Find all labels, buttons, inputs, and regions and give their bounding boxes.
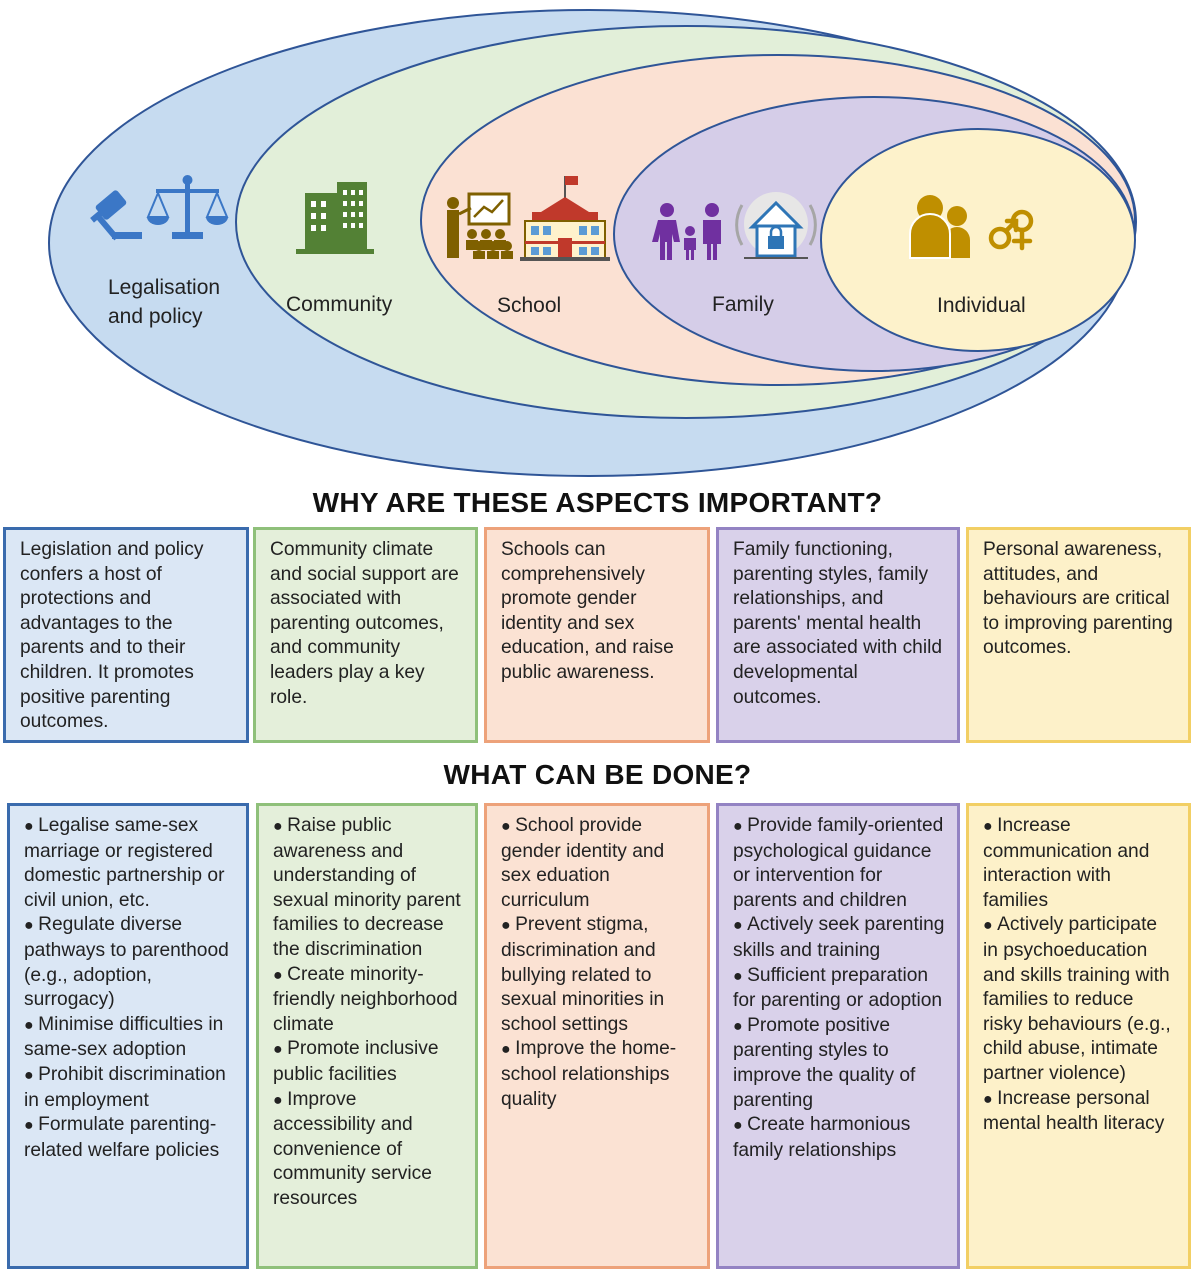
list-item: Raise public awareness and understanding… (273, 814, 463, 963)
why-box-legal: Legislation and policy confers a host of… (3, 527, 249, 743)
why-text-family: Family functioning, parenting styles, fa… (733, 539, 943, 708)
what-box-legal: Legalise same-sex marriage or registered… (7, 803, 249, 1269)
list-item: Sufficient preparation for parenting or … (733, 964, 945, 1014)
list-item: Actively participate in psychoeducation … (983, 913, 1176, 1086)
what-heading: WHAT CAN BE DONE? (443, 759, 752, 790)
people-icon (909, 195, 970, 259)
what-list-family: Provide family-oriented psychological gu… (733, 814, 945, 1163)
what-box-family: Provide family-oriented psychological gu… (716, 803, 960, 1269)
list-item: Increase communication and interaction w… (983, 814, 1176, 913)
gender-symbol-icon (988, 209, 1034, 251)
family-icon (652, 203, 721, 260)
what-box-community: Raise public awareness and understanding… (256, 803, 478, 1269)
list-item: School provide gender identity and sex e… (501, 814, 695, 913)
list-item: Provide family-oriented psychological gu… (733, 814, 945, 913)
classroom-icon (447, 192, 513, 259)
why-text-community: Community climate and social support are… (270, 539, 459, 708)
list-item: Minimise difficulties in same-sex adopti… (24, 1013, 234, 1063)
home-security-icon (735, 192, 817, 259)
list-item: Promote inclusive public facilities (273, 1037, 463, 1087)
level-ellipse-individual (820, 128, 1136, 352)
what-box-school: School provide gender identity and sex e… (484, 803, 710, 1269)
school-building-icon (520, 176, 610, 261)
level-label-community: Community (286, 293, 393, 316)
scales-icon (146, 175, 229, 239)
level-label-school: School (497, 294, 561, 317)
list-item: Legalise same-sex marriage or registered… (24, 814, 234, 913)
why-box-school: Schools can comprehensively promote gend… (484, 527, 710, 743)
level-label-individual: Individual (937, 294, 1026, 317)
gavel-icon (90, 190, 142, 241)
why-box-community: Community climate and social support are… (253, 527, 478, 743)
why-text-individual: Personal awareness, attitudes, and behav… (983, 539, 1173, 659)
what-list-individual: Increase communication and interaction w… (983, 814, 1176, 1137)
list-item: Create harmonious family relationships (733, 1113, 945, 1163)
what-list-legal: Legalise same-sex marriage or registered… (24, 814, 234, 1163)
list-item: Regulate diverse pathways to parenthood … (24, 913, 234, 1012)
why-box-individual: Personal awareness, attitudes, and behav… (966, 527, 1191, 743)
why-text-school: Schools can comprehensively promote gend… (501, 539, 674, 683)
list-item: Improve accessibility and convenience of… (273, 1088, 463, 1212)
list-item: Prohibit discrimination in employment (24, 1063, 234, 1113)
why-text-legal: Legislation and policy confers a host of… (20, 539, 204, 733)
what-list-community: Raise public awareness and understanding… (273, 814, 463, 1212)
list-item: Create minority-friendly neighborhood cl… (273, 963, 463, 1038)
why-heading: WHY ARE THESE ASPECTS IMPORTANT? (312, 487, 883, 518)
list-item: Prevent stigma, discrimination and bully… (501, 913, 695, 1037)
why-box-family: Family functioning, parenting styles, fa… (716, 527, 960, 743)
level-label-legal: Legalisation and policy (108, 276, 226, 328)
buildings-icon (296, 182, 374, 254)
what-box-individual: Increase communication and interaction w… (966, 803, 1191, 1269)
level-label-family: Family (712, 293, 774, 316)
what-list-school: School provide gender identity and sex e… (501, 814, 695, 1112)
list-item: Formulate parenting-related welfare poli… (24, 1113, 234, 1163)
list-item: Promote positive parenting styles to imp… (733, 1014, 945, 1113)
nested-levels-diagram: Legalisation and policy Community School… (48, 9, 1137, 477)
list-item: Improve the home-school relationships qu… (501, 1037, 695, 1112)
list-item: Increase personal mental health literacy (983, 1087, 1176, 1137)
list-item: Actively seek parenting skills and train… (733, 913, 945, 963)
